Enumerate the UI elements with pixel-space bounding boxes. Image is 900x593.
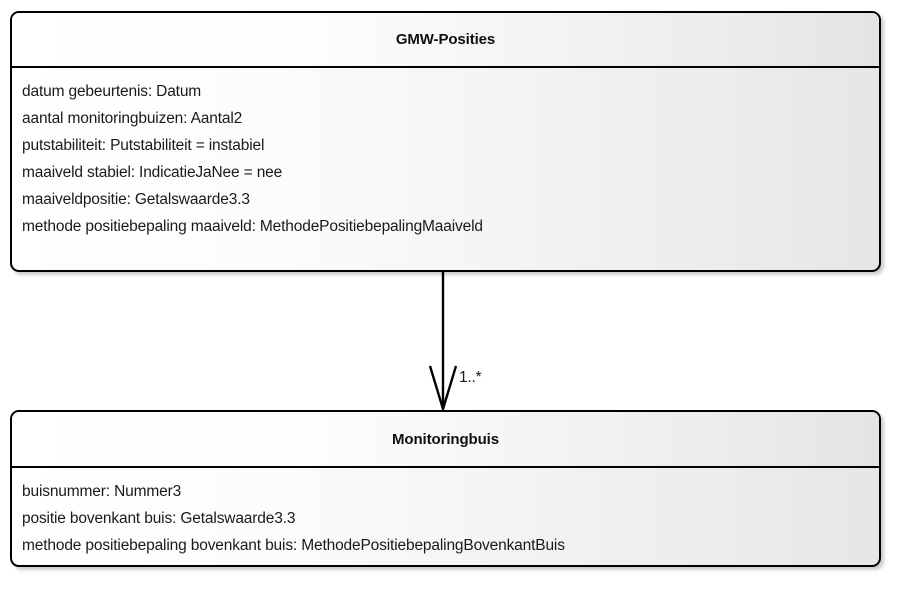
arrowhead-icon (428, 365, 458, 414)
uml-class-name: GMW-Posities (395, 31, 496, 48)
uml-attribute: methode positiebepaling maaiveld: Method… (22, 218, 483, 235)
uml-class-header: GMW-Posities (12, 13, 879, 68)
uml-class-header: Monitoringbuis (12, 412, 879, 468)
uml-class-gmw-posities[interactable]: GMW-Posities datum gebeurtenis: Datum aa… (10, 11, 881, 272)
association-multiplicity-label: 1..* (459, 369, 482, 386)
uml-class-monitoringbuis[interactable]: Monitoringbuis buisnummer: Nummer3 posit… (10, 410, 881, 567)
uml-attribute: positie bovenkant buis: Getalswaarde3.3 (22, 510, 296, 527)
uml-attribute: methode positiebepaling bovenkant buis: … (22, 537, 565, 554)
uml-attribute-compartment: datum gebeurtenis: Datum aantal monitori… (12, 68, 879, 270)
uml-attribute: putstabiliteit: Putstabiliteit = instabi… (22, 137, 265, 154)
uml-attribute: datum gebeurtenis: Datum (22, 83, 202, 100)
uml-attribute: aantal monitoringbuizen: Aantal2 (22, 110, 243, 127)
uml-attribute: maaiveld stabiel: IndicatieJaNee = nee (22, 164, 283, 181)
uml-class-name: Monitoringbuis (392, 430, 499, 448)
uml-attribute: maaiveldpositie: Getalswaarde3.3 (22, 191, 250, 208)
uml-attribute: buisnummer: Nummer3 (22, 483, 182, 500)
uml-attribute-compartment: buisnummer: Nummer3 positie bovenkant bu… (12, 468, 879, 565)
